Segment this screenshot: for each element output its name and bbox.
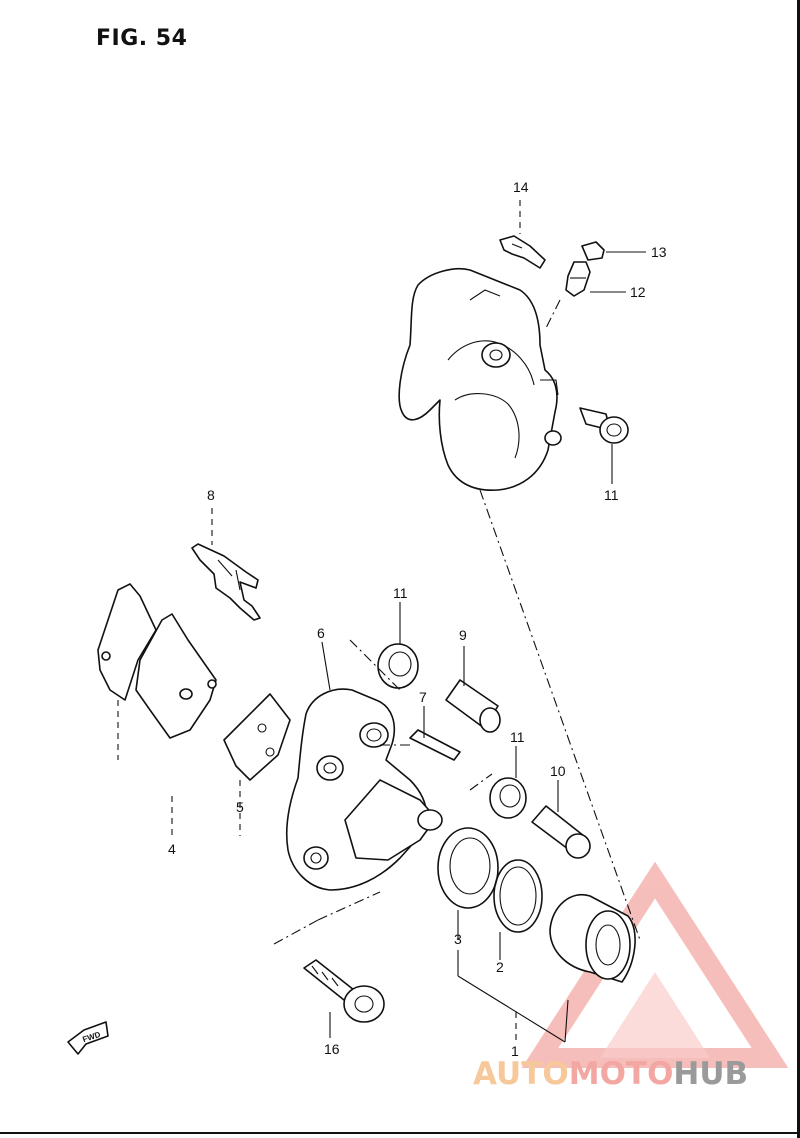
assembly-guide-lines [273, 299, 641, 945]
part-14-bleeder-cap [581, 241, 605, 261]
callout-11-upper: 11 [393, 585, 408, 601]
callout-5: 5 [236, 799, 244, 815]
bottom-border [0, 1132, 800, 1134]
callout-16: 16 [324, 1041, 340, 1057]
watermark-text: AUTOMOTOHUB [473, 1056, 748, 1092]
part-13-bleeder-valve [565, 261, 591, 297]
part-7-pad-pin [409, 729, 461, 761]
part-4-brake-pads [97, 583, 217, 739]
part-12-bolt [579, 407, 629, 444]
figure-title: FIG. 54 [96, 26, 188, 51]
callout-2: 2 [496, 959, 504, 975]
right-border [797, 0, 800, 1138]
callout-14: 13 [651, 244, 667, 260]
leader-lines [117, 200, 646, 1043]
part-15-pad-spring [499, 235, 546, 269]
part-8-pad-clip [191, 543, 261, 621]
part-1-piston [549, 893, 636, 983]
callout-10: 10 [550, 763, 566, 779]
callout-7: 7 [419, 689, 427, 705]
part-9-slide-pin [445, 679, 501, 733]
part-11-boot-upper [377, 643, 419, 689]
callout-4: 4 [168, 841, 176, 857]
callout-8: 8 [207, 487, 215, 503]
callout-labels: 14 13 12 11 8 11 6 9 7 11 10 5 4 3 2 16 … [168, 179, 667, 1059]
part-10-slide-pin [531, 805, 591, 859]
callout-9: 9 [459, 627, 467, 643]
callout-6: 6 [317, 625, 325, 641]
part-3-dust-seal [437, 827, 499, 909]
watermark-hub: HUB [673, 1056, 749, 1092]
callout-13: 12 [630, 284, 646, 300]
caliper-upper-half [398, 268, 562, 491]
part-5-pad-shim [223, 693, 291, 781]
part-16-bolt [303, 959, 385, 1023]
callout-12: 11 [604, 487, 619, 503]
part-11-boot-lower [489, 777, 527, 819]
watermark-moto: MOTO [568, 1056, 674, 1092]
callout-15: 14 [513, 179, 529, 195]
callout-1: 1 [511, 1043, 519, 1059]
fwd-direction-arrow-icon: FWD [67, 1021, 109, 1055]
callout-3: 3 [454, 931, 462, 947]
part-2-piston-seal [493, 859, 543, 933]
part-6-caliper-body [285, 688, 443, 891]
callout-11-lower: 11 [510, 729, 525, 745]
watermark-auto: AUTO [473, 1056, 569, 1092]
